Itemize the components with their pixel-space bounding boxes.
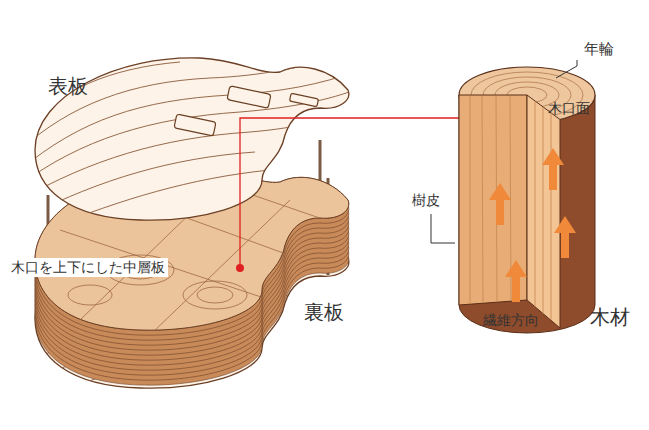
- part-name: 木口を上下にした中層板: [8, 258, 168, 277]
- part-name: 樹皮: [412, 192, 440, 209]
- part-name: 年輪: [584, 40, 614, 58]
- part-name: 木材: [590, 305, 630, 329]
- part-name: 木口面: [548, 100, 590, 117]
- log-figure: [431, 60, 595, 333]
- part-name: 表板: [48, 74, 88, 98]
- part-name: 繊維方向: [483, 312, 539, 329]
- part-name: 裏板: [304, 300, 344, 324]
